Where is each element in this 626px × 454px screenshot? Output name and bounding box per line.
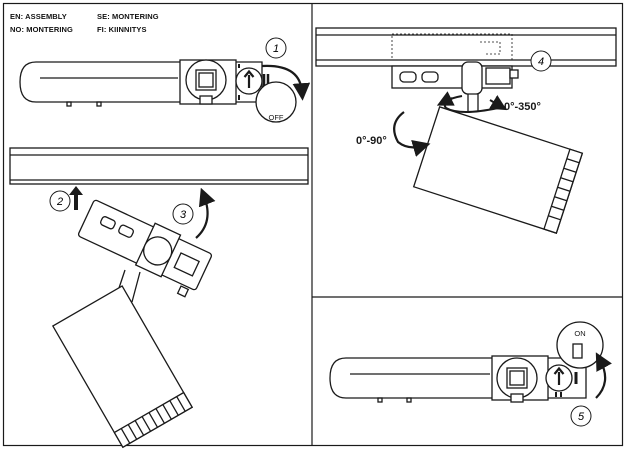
step-4-number: 4 xyxy=(538,56,544,68)
tilt-angle-label: 0°-90° xyxy=(356,135,387,147)
panel-step-1 xyxy=(19,59,311,123)
step-2-badge xyxy=(49,190,71,212)
switch-off-label: OFF xyxy=(269,113,284,122)
step-5-badge xyxy=(570,405,592,427)
tilt-arrow xyxy=(393,111,431,157)
step-5-number: 5 xyxy=(578,411,585,423)
panel-frame xyxy=(2,2,624,447)
step-4-badge xyxy=(530,50,552,72)
step-1-number: 1 xyxy=(273,43,279,55)
header-se: SE: MONTERING xyxy=(97,12,159,21)
rotate-arrow-left xyxy=(436,91,455,106)
step-2-number: 2 xyxy=(56,196,63,208)
step-2-push-arrow xyxy=(69,186,83,210)
panel-step-2-3 xyxy=(9,147,309,449)
step-3-badge xyxy=(172,203,194,225)
step-3-rotate-arrow xyxy=(195,187,216,239)
step-5-rotate-arrow xyxy=(595,352,612,399)
rotate-arrow-right xyxy=(489,95,507,111)
header-no: NO: MONTERING xyxy=(10,25,73,34)
header-en: EN: ASSEMBLY xyxy=(10,12,67,21)
panel-step-4 xyxy=(315,27,617,234)
rotation-angle-label: 0°-350° xyxy=(504,101,541,113)
step-3-number: 3 xyxy=(180,209,187,221)
switch-on-label: ON xyxy=(574,329,585,338)
step-1-badge xyxy=(265,37,287,59)
header-fi: FI: KIINNITYS xyxy=(97,25,147,34)
panel-step-5 xyxy=(329,321,604,403)
